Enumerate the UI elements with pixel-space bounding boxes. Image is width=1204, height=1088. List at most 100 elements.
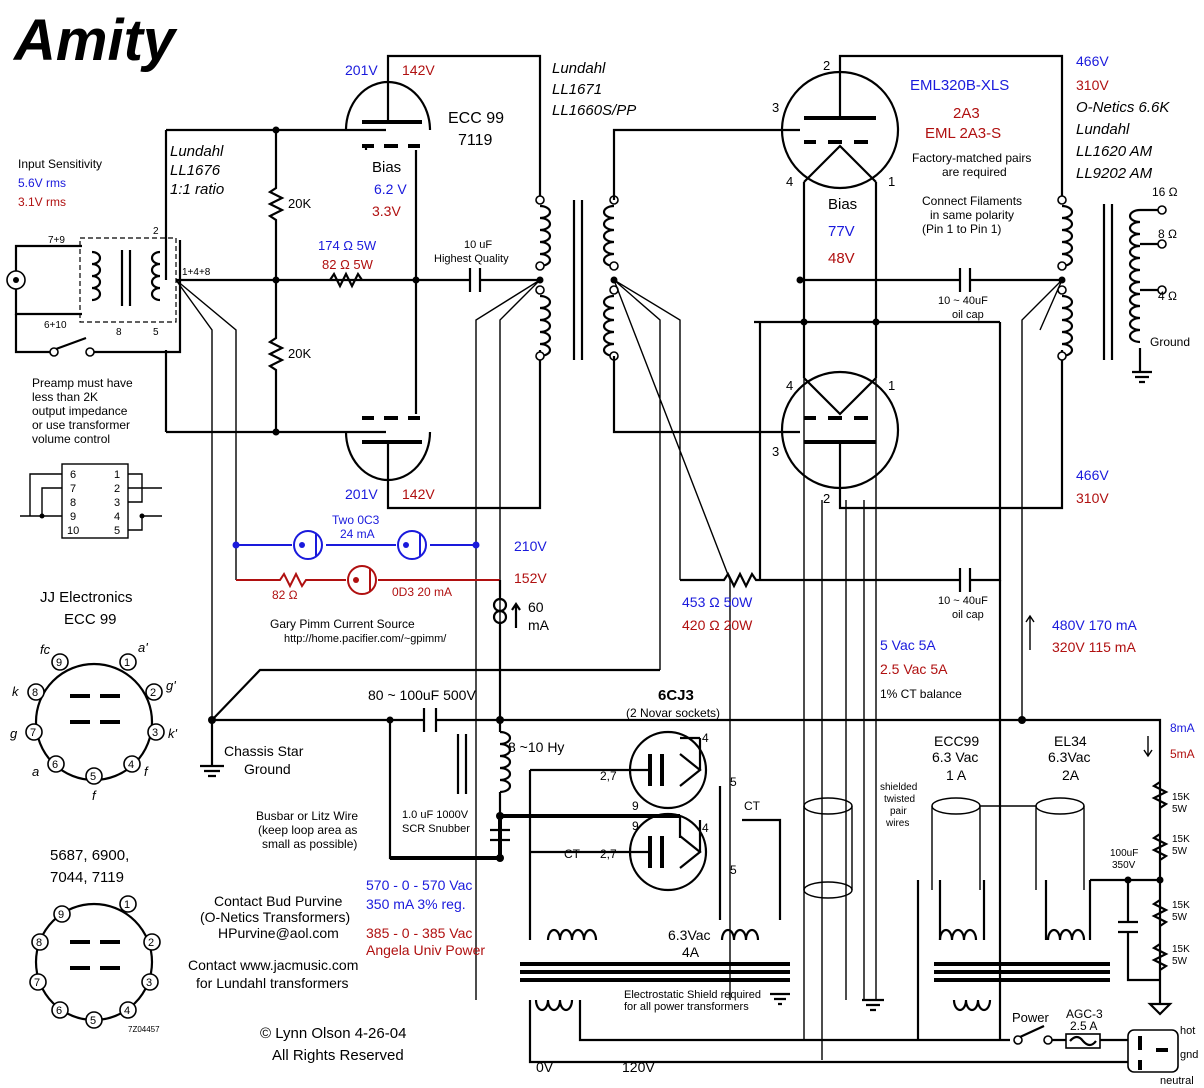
alt-tubes-2: 7044, 7119	[50, 869, 124, 886]
resistor-20k-top-icon	[267, 130, 285, 280]
heater-ecc-v: 6.3 Vac	[932, 749, 978, 765]
svg-text:2: 2	[114, 483, 120, 495]
svg-text:9: 9	[56, 657, 62, 669]
ht-blue-1: 570 - 0 - 570 Vac	[366, 877, 472, 893]
interstage-transformer: Lundahl LL1671 LL1660S/PP	[475, 60, 800, 1000]
tap-4: 4 Ω	[1158, 289, 1177, 303]
reservoir-cap-label: 80 ~ 100uF 500V	[368, 687, 476, 703]
title: Amity	[12, 8, 178, 73]
fuse-type: AGC-3	[1066, 1007, 1103, 1021]
opt-top-v-red: 310V	[1076, 77, 1109, 93]
svg-text:5W: 5W	[1172, 804, 1188, 815]
bleed-arrow-icon	[1143, 736, 1153, 758]
svg-text:15K: 15K	[1172, 944, 1190, 955]
svg-text:5W: 5W	[1172, 846, 1188, 857]
bleed-blue: 8mA	[1170, 721, 1195, 735]
svg-text:f: f	[144, 764, 149, 779]
pin-label-2: 2	[153, 226, 159, 237]
supply-arrow-icon	[1025, 614, 1035, 650]
vr-blue-label: Two 0C3	[332, 513, 380, 527]
out-res-red: 420 Ω 20W	[682, 617, 753, 633]
output-tube-name: EML320B-XLS	[910, 77, 1009, 94]
out-top-pin3: 3	[772, 100, 779, 115]
svg-text:8: 8	[36, 937, 42, 949]
heater-ecc-a: 1 A	[946, 767, 967, 783]
svg-text:k': k'	[168, 726, 178, 741]
svg-text:5: 5	[90, 1015, 96, 1027]
pin-label-5: 5	[153, 327, 159, 338]
filament-blue: 5 Vac 5A	[880, 637, 936, 653]
jj-line-1: JJ Electronics	[40, 589, 133, 606]
mains-volts: 120V	[622, 1059, 655, 1075]
iec-inlet-icon	[1127, 1029, 1179, 1073]
mains-neutral: neutral	[1160, 1075, 1194, 1087]
coupling-cap-value: 10 uF	[464, 239, 492, 251]
svg-text:8: 8	[70, 497, 76, 509]
rect2-pin9: 9	[632, 819, 639, 833]
credit-1: © Lynn Olson 4-26-04	[260, 1025, 406, 1042]
alt-code: 7Z04457	[128, 1025, 160, 1034]
choke-icon	[456, 730, 512, 794]
ground-label-1: Chassis Star	[224, 743, 304, 759]
opt-line-2: Lundahl	[1076, 121, 1130, 138]
credits: Contact Bud Purvine (O-Netics Transforme…	[188, 893, 406, 1064]
ground-label-2: Ground	[244, 761, 291, 777]
pin-label-6-10: 6+10	[44, 320, 67, 331]
input-switch-icon	[55, 336, 87, 351]
heater-el-a: 2A	[1062, 767, 1080, 783]
svg-text:f: f	[92, 788, 97, 803]
output-bot-cap-icon	[958, 568, 972, 592]
preamp-note-4: or use transformer	[32, 418, 130, 432]
busbar-note-1: Busbar or Litz Wire	[256, 809, 358, 823]
bleed-red: 5mA	[1170, 747, 1195, 761]
interstage-line-2: LL1671	[552, 81, 602, 98]
current-unit: mA	[528, 617, 550, 633]
driver-bias-blue: 6.2 V	[374, 181, 407, 197]
output-bias-red: 48V	[828, 250, 855, 267]
svg-text:5: 5	[114, 525, 120, 537]
bleeder-resistors-icon	[1151, 781, 1169, 971]
svg-text:10: 10	[67, 525, 79, 537]
interstage-line-3: LL1660S/PP	[552, 102, 636, 119]
choke-label: 8 ~10 Hy	[508, 739, 564, 755]
coupling-cap-note: Highest Quality	[434, 253, 509, 265]
output-stage: 2 3 4 1 EML320B-XLS 2A3 EML 2A3-S Factor…	[680, 54, 1064, 1060]
out-bot-pin4: 4	[786, 378, 793, 393]
vr-blue-current: 24 mA	[340, 527, 375, 541]
output-bias-label: Bias	[828, 196, 857, 213]
out-cap-top-value: 10 ~ 40uF	[938, 295, 988, 307]
zero-volts: 0V	[536, 1059, 554, 1075]
twisted-2: twisted	[884, 794, 915, 805]
ht-red-1: 385 - 0 - 385 Vac	[366, 925, 472, 941]
input-section: Input Sensitivity 5.6V rms 3.1V rms 7+9 …	[6, 157, 211, 539]
cathode-res-red: 82 Ω 5W	[322, 257, 374, 272]
filament-note: 1% CT balance	[880, 687, 962, 701]
shield-note-1: Electrostatic Shield required	[624, 989, 761, 1001]
out-bot-pin3: 3	[772, 444, 779, 459]
svg-text:fc: fc	[40, 642, 51, 657]
opt-ground-icon	[1132, 370, 1152, 384]
input-sensitivity-red: 3.1V rms	[18, 195, 66, 209]
output-note-3: Connect Filaments	[922, 194, 1022, 208]
preamp-note-5: volume control	[32, 432, 110, 446]
svg-text:5W: 5W	[1172, 912, 1188, 923]
out-cap-bot-value: 10 ~ 40uF	[938, 595, 988, 607]
contact-3: HPurvine@aol.com	[218, 925, 339, 941]
mains-section: Power AGC-3 2.5 A hot gnd neutral	[1012, 1007, 1198, 1087]
svg-text:9: 9	[58, 909, 64, 921]
svg-text:6: 6	[52, 759, 58, 771]
svg-text:7: 7	[30, 727, 36, 739]
opt-top-v-blue: 466V	[1076, 53, 1109, 69]
power-switch-icon[interactable]	[1019, 1025, 1045, 1038]
output-tube-alt-2: EML 2A3-S	[925, 125, 1001, 142]
vr-red-label: 0D3 20 mA	[392, 585, 452, 599]
output-note-2: are required	[942, 165, 1007, 179]
ht-winding-icon	[546, 928, 760, 941]
svg-text:1: 1	[124, 899, 130, 911]
svg-text:9: 9	[70, 511, 76, 523]
busbar-note-3: small as possible)	[262, 837, 357, 851]
driver-top-plate-red: 142V	[402, 62, 435, 78]
output-bias-blue: 77V	[828, 223, 855, 240]
fil-a: 4A	[682, 944, 700, 960]
out-top-pin4: 4	[786, 174, 793, 189]
